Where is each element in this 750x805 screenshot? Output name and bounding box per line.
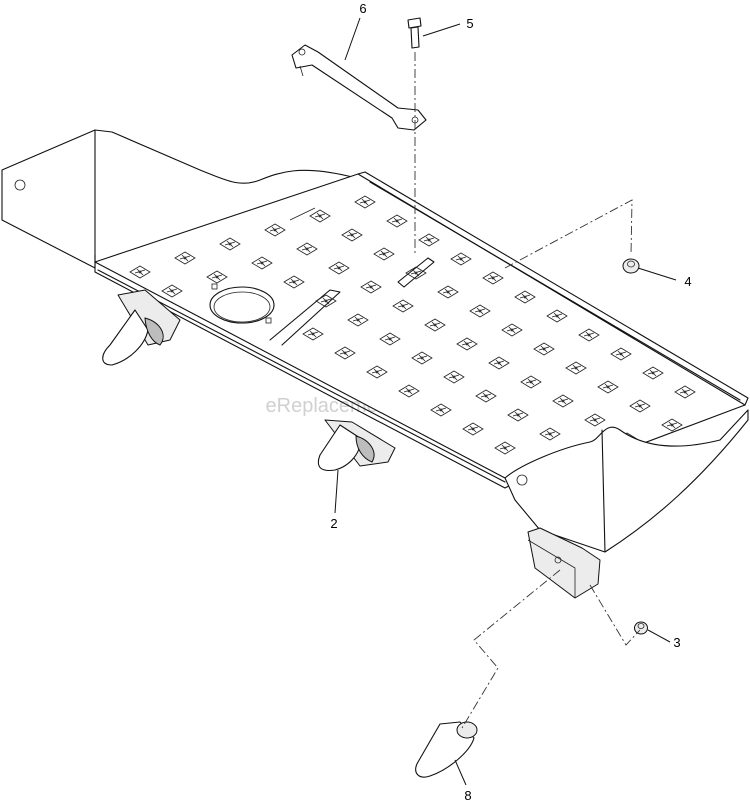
right-side-wall xyxy=(504,409,749,553)
grip-cleat xyxy=(520,375,542,389)
grip-cleat xyxy=(206,270,228,284)
grip-cleat xyxy=(360,280,382,294)
callout-5: 5 xyxy=(466,16,473,31)
grip-cleat xyxy=(328,261,350,275)
grip-cleat xyxy=(264,223,286,237)
grip-cleat xyxy=(456,337,478,351)
callout-4: 4 xyxy=(684,274,691,289)
grip-cleat xyxy=(507,408,529,422)
grip-cleat xyxy=(174,251,196,265)
grip-cleat xyxy=(161,284,183,298)
assembly-lines xyxy=(414,52,641,729)
grip-cleat xyxy=(315,294,337,308)
callout-3: 3 xyxy=(673,635,680,650)
grip-cleat xyxy=(411,351,433,365)
grip-cleat xyxy=(546,309,568,323)
grip-cleat xyxy=(539,427,561,441)
grip-cleat xyxy=(430,403,452,417)
grip-cleat xyxy=(488,356,510,370)
grip-cleat xyxy=(661,418,683,432)
nut-3 xyxy=(634,621,648,635)
grip-cleat xyxy=(418,233,440,247)
grip-cleat xyxy=(597,380,619,394)
bracket-arm xyxy=(291,44,427,131)
grip-cleat xyxy=(283,275,305,289)
grip-cleat xyxy=(475,389,497,403)
grip-cleat xyxy=(450,252,472,266)
bumper-right-mount xyxy=(527,527,601,599)
bumper-center xyxy=(317,419,396,472)
deck-plate xyxy=(94,171,749,489)
grip-cleat xyxy=(565,361,587,375)
leader-lines xyxy=(334,17,677,786)
grip-cleat xyxy=(629,399,651,413)
bumper-loose xyxy=(415,721,478,778)
callout-6: 6 xyxy=(359,1,366,16)
grip-cleat xyxy=(501,323,523,337)
grip-cleat xyxy=(533,342,555,356)
grip-cleat xyxy=(552,394,574,408)
grip-cleat xyxy=(386,214,408,228)
grip-cleat xyxy=(494,441,516,455)
grip-cleat xyxy=(341,228,363,242)
grip-cleat xyxy=(373,247,395,261)
grip-cleat xyxy=(578,328,600,342)
bumper-left xyxy=(102,289,181,366)
grip-cleat xyxy=(302,327,324,341)
grip-cleat xyxy=(482,271,504,285)
grip-cleat xyxy=(443,370,465,384)
grip-cleat xyxy=(610,347,632,361)
grip-cleat xyxy=(219,237,241,251)
grip-cleat xyxy=(514,290,536,304)
grip-cleat xyxy=(437,285,459,299)
grip-cleat xyxy=(366,365,388,379)
nut-4 xyxy=(622,258,640,274)
callout-2: 2 xyxy=(330,516,337,531)
grip-cleat xyxy=(251,256,273,270)
grip-cleat xyxy=(392,299,414,313)
grip-cleat xyxy=(584,413,606,427)
grip-cleat xyxy=(309,209,331,223)
grip-cleat xyxy=(296,242,318,256)
grip-cleat xyxy=(129,265,151,279)
grip-cleat xyxy=(642,366,664,380)
grip-cleat xyxy=(379,332,401,346)
grip-cleat xyxy=(347,313,369,327)
grip-cleat xyxy=(462,422,484,436)
grip-cleat xyxy=(354,195,376,209)
callout-8: 8 xyxy=(464,788,471,803)
grip-cleat xyxy=(405,266,427,280)
grip-cleat xyxy=(334,346,356,360)
grip-cleat xyxy=(398,384,420,398)
bolt xyxy=(407,17,422,49)
grip-cleat xyxy=(424,318,446,332)
grip-cleat xyxy=(469,304,491,318)
grip-cleat xyxy=(674,385,696,399)
